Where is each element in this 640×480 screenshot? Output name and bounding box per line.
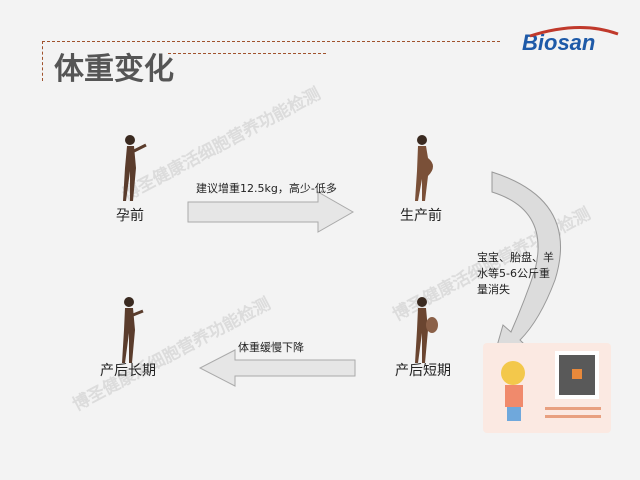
promo-card — [483, 343, 611, 433]
woman-with-baby-figure-icon — [415, 297, 438, 363]
woman-figure-icon — [123, 135, 147, 201]
weight-loss-note: 宝宝、胎盘、羊水等5-6公斤重量消失 — [477, 251, 554, 296]
weight-decline-note: 体重缓慢下降 — [238, 341, 304, 354]
weight-gain-note: 建议增重12.5kg，高少-低多 — [196, 182, 337, 195]
pregnant-woman-figure-icon — [415, 135, 433, 201]
stage-label: 孕前 — [116, 208, 144, 224]
title-dashed-line — [168, 53, 326, 54]
logo-swoosh-icon — [529, 26, 619, 38]
frame-dashed-left — [42, 41, 43, 81]
stage-label: 生产前 — [400, 208, 442, 224]
woman-figure-icon — [122, 297, 144, 363]
page-title: 体重变化 — [54, 52, 174, 87]
promo-illustration — [501, 351, 601, 421]
right-arrow — [187, 191, 355, 233]
left-arrow — [198, 349, 356, 387]
stage-label: 产后短期 — [395, 363, 451, 379]
stage-label: 产后长期 — [100, 363, 156, 379]
frame-dashed-top — [42, 41, 500, 42]
